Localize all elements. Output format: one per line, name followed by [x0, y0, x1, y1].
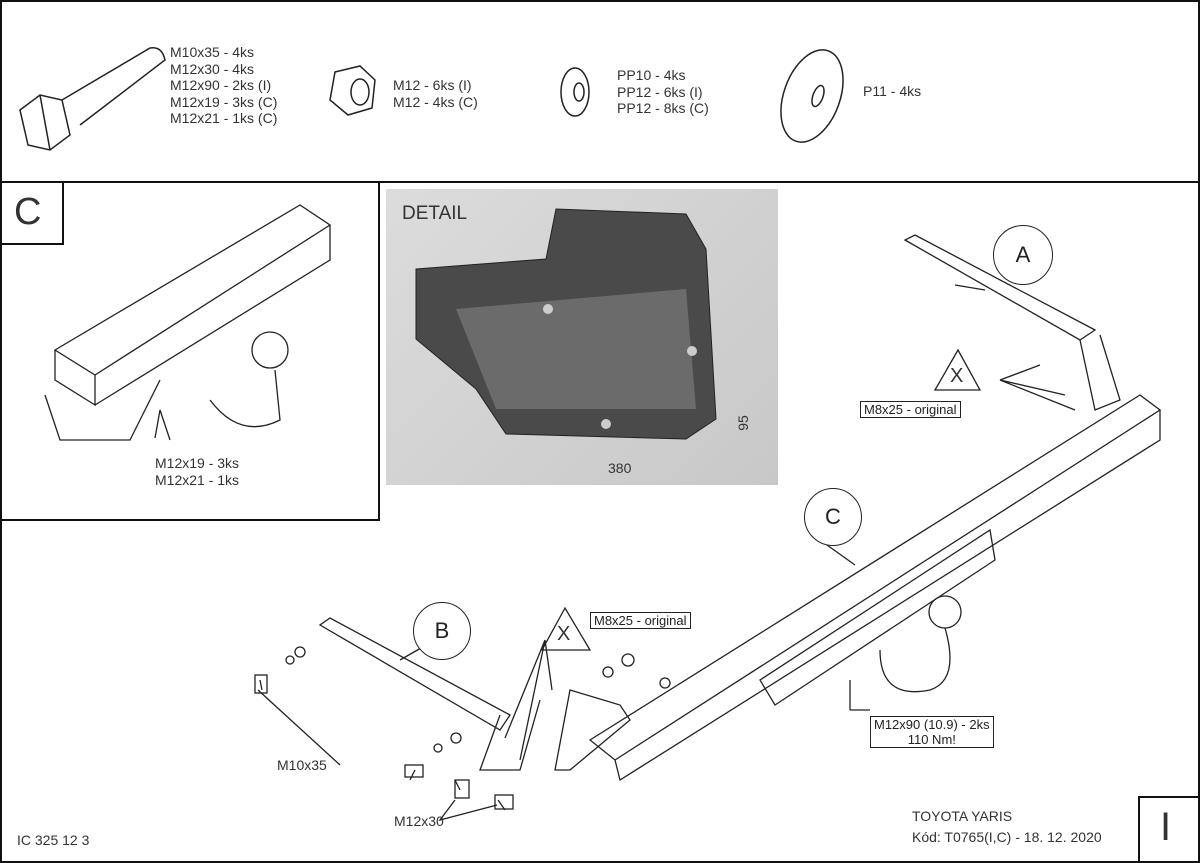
bolt-item: M12x30 - 4ks	[170, 60, 255, 77]
note-torque: 110 Nm!	[907, 732, 956, 747]
callout-a: A	[993, 225, 1053, 285]
note-m8x25-center: M8x25 - original	[590, 612, 691, 629]
variant-c-panel	[0, 181, 380, 521]
nut-list: M12 - 6ks (I) M12 - 4ks (C)	[393, 77, 478, 110]
detail-dim-width: 380	[608, 460, 632, 476]
callout-b: B	[413, 602, 471, 660]
bolt-item: M10x35 - 4ks	[170, 44, 255, 60]
variant-box	[1138, 796, 1200, 863]
parts-header-border	[0, 0, 1200, 183]
detail-title: DETAIL	[402, 203, 468, 224]
bolt-item: M12x21 - 1ks (C)	[170, 110, 278, 126]
large-washer-item: P11 - 4ks	[863, 83, 922, 99]
washer-item: PP12 - 6ks (I)	[617, 83, 703, 100]
note-m8x25-right: M8x25 - original	[860, 401, 961, 418]
document-code: IC 325 12 3	[17, 832, 90, 848]
vehicle-name: TOYOTA YARIS	[912, 808, 1013, 824]
label-m12x30: M12x30	[394, 813, 444, 829]
bolt-item: M12x19 - 3ks (C)	[170, 93, 278, 110]
variant-c-label: C	[14, 191, 42, 233]
variant-label: I	[1160, 805, 1172, 849]
bolt-list: M10x35 - 4ks M12x30 - 4ks M12x90 - 2ks (…	[170, 44, 277, 127]
callout-x-center: X	[557, 623, 571, 645]
variant-c-towbar-sketch	[44, 204, 332, 441]
note-m12x90-text: M12x90 (10.9) - 2ks	[874, 717, 990, 732]
label-m10x35: M10x35	[277, 757, 327, 773]
variant-c-label-box	[0, 181, 64, 245]
bolt-icon	[19, 47, 166, 151]
variant-c-bolt-list: M12x19 - 3ks M12x21 - 1ks	[155, 455, 239, 488]
callout-c: C	[804, 488, 862, 546]
washer-item: PP10 - 4ks	[617, 67, 686, 83]
nut-item: M12 - 6ks (I)	[393, 77, 472, 93]
detail-photo	[386, 189, 778, 485]
bolt-item: M12x90 - 2ks (I)	[170, 77, 272, 93]
detail-dim-height: 95	[734, 415, 751, 431]
large-washer-icon	[780, 49, 844, 143]
variant-c-bolt-item: M12x19 - 3ks	[155, 455, 240, 471]
variant-c-bolt-item: M12x21 - 1ks	[155, 471, 240, 488]
code-and-date: Kód: T0765(I,C) - 18. 12. 2020	[912, 829, 1102, 845]
washer-item: PP12 - 8ks (C)	[617, 100, 709, 116]
washer-list: PP10 - 4ks PP12 - 6ks (I) PP12 - 8ks (C)	[617, 67, 709, 117]
note-m12x90: M12x90 (10.9) - 2ks 110 Nm!	[870, 716, 994, 748]
undertray-photo-sketch	[415, 208, 717, 440]
nut-icon	[329, 65, 376, 116]
callout-x-right: X	[950, 365, 964, 387]
washer-icon	[560, 67, 590, 117]
nut-item: M12 - 4ks (C)	[393, 93, 478, 110]
